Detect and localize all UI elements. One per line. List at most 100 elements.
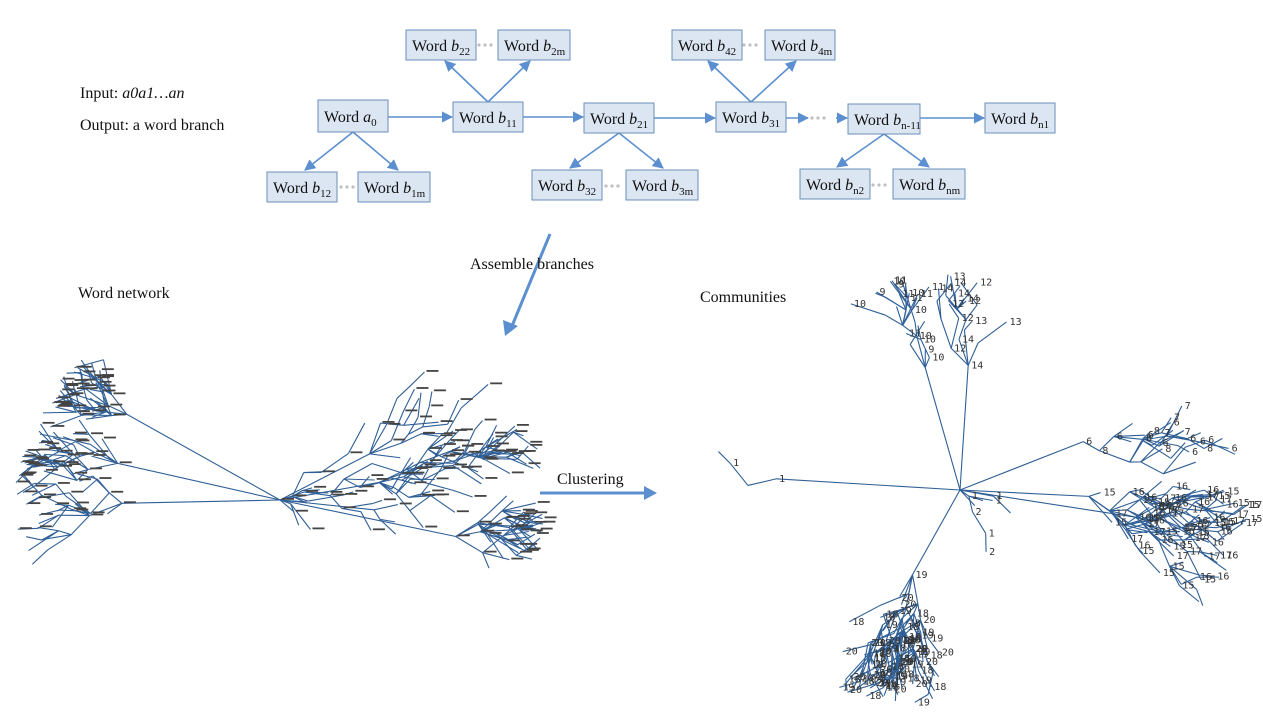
- network-edge: [91, 455, 118, 464]
- community-edge: [1113, 435, 1146, 441]
- community-id-label: 19: [915, 570, 927, 581]
- network-edge: [477, 446, 487, 458]
- word-label-mark: [113, 392, 126, 395]
- network-edge: [343, 478, 361, 488]
- community-edge: [1088, 496, 1113, 523]
- network-edge: [279, 499, 307, 503]
- community-id-label: 10: [893, 276, 905, 287]
- communities-title: Communities: [700, 289, 786, 306]
- network-edge: [369, 422, 382, 455]
- community-id-label: 19: [894, 672, 906, 683]
- word-label-mark: [103, 436, 116, 439]
- network-edge: [60, 379, 76, 396]
- community-edge: [1169, 561, 1184, 567]
- community-edge: [849, 605, 880, 623]
- word-node-bn2: Word bn2: [799, 168, 871, 200]
- community-edge: [1141, 496, 1154, 506]
- community-edge: [868, 653, 882, 681]
- word-label-mark: [495, 431, 508, 434]
- community-edge: [1184, 525, 1217, 529]
- word-label-mark: [504, 450, 517, 452]
- word-label-mark: [388, 422, 401, 425]
- word-node-label: Word bn2: [806, 177, 864, 197]
- community-edge: [874, 665, 896, 684]
- network-edge: [482, 552, 510, 561]
- word-label-mark: [103, 384, 116, 387]
- community-edge: [1136, 505, 1158, 518]
- network-edge: [73, 371, 97, 379]
- word-label-mark: [543, 520, 556, 523]
- community-edge: [977, 321, 1007, 344]
- community-id-label: 11: [902, 289, 914, 300]
- community-edge: [1163, 461, 1196, 475]
- word-node-label: Word b31: [722, 110, 780, 130]
- network-edge: [401, 479, 413, 484]
- community-id-label: 20: [880, 647, 892, 658]
- community-edge: [1142, 440, 1172, 459]
- edge-a0-b1m: [352, 131, 399, 171]
- community-edge: [891, 280, 913, 311]
- community-id-label: 15: [1204, 574, 1216, 585]
- word-label-mark: [21, 473, 34, 476]
- network-edge: [532, 522, 544, 525]
- network-edge: [66, 464, 78, 481]
- word-label-mark: [68, 463, 81, 466]
- community-edge: [776, 478, 961, 491]
- word-label-mark: [85, 387, 98, 390]
- network-edge: [66, 371, 82, 374]
- community-edge: [936, 282, 952, 302]
- community-edge: [909, 320, 926, 345]
- network-edge: [519, 529, 538, 549]
- community-edge: [1219, 526, 1232, 531]
- network-edge: [39, 433, 74, 442]
- word-node-box: [892, 168, 966, 200]
- network-edge: [95, 382, 102, 392]
- word-node-label: Word bn1: [991, 111, 1049, 131]
- community-edge: [1184, 537, 1207, 541]
- community-id-label: 20: [924, 615, 936, 626]
- community-edge: [948, 300, 957, 310]
- word-label-mark: [92, 511, 105, 514]
- network-edge: [447, 399, 460, 425]
- community-edge: [1169, 565, 1197, 590]
- community-id-label: 20: [942, 648, 954, 659]
- community-edge: [1182, 527, 1195, 537]
- community-id-label: 1: [989, 528, 995, 539]
- community-id-label: 17: [1170, 502, 1182, 513]
- community-edge: [1166, 435, 1188, 440]
- community-edge: [1154, 502, 1182, 528]
- word-label-mark: [76, 508, 89, 511]
- ellipsis-dot: [810, 116, 814, 120]
- network-edge: [488, 495, 508, 514]
- community-edge: [954, 293, 958, 310]
- community-id-label: 20: [875, 659, 887, 670]
- word-label-mark: [399, 502, 412, 505]
- network-edge: [371, 462, 406, 475]
- edge-b11-b22: [444, 60, 489, 103]
- community-id-label: 16: [1198, 497, 1210, 508]
- word-label-mark: [19, 527, 32, 530]
- community-id-label: 16: [1176, 481, 1188, 492]
- network-edge: [108, 405, 127, 415]
- input-text: Input: a0a1…an: [80, 85, 184, 102]
- word-label-mark: [506, 448, 519, 451]
- community-edge: [885, 610, 898, 642]
- word-label-mark: [520, 543, 533, 545]
- output-text: Output: a word branch: [80, 117, 224, 134]
- community-edge: [1140, 448, 1163, 463]
- community-edge: [1166, 405, 1183, 437]
- network-edge: [62, 464, 78, 481]
- community-edge: [912, 651, 916, 685]
- community-id-label: 11: [910, 293, 922, 304]
- community-id-label: 6: [1163, 438, 1169, 449]
- word-label-mark: [79, 365, 92, 368]
- community-edge: [880, 631, 888, 662]
- word-label-mark: [66, 384, 79, 387]
- community-edge: [909, 344, 926, 368]
- community-id-label: 18: [892, 661, 904, 672]
- community-edge: [959, 489, 994, 497]
- word-label-mark: [99, 380, 112, 383]
- community-edge: [1173, 496, 1205, 505]
- community-id-label: 20: [871, 638, 883, 649]
- community-id-label: 16: [1195, 521, 1207, 532]
